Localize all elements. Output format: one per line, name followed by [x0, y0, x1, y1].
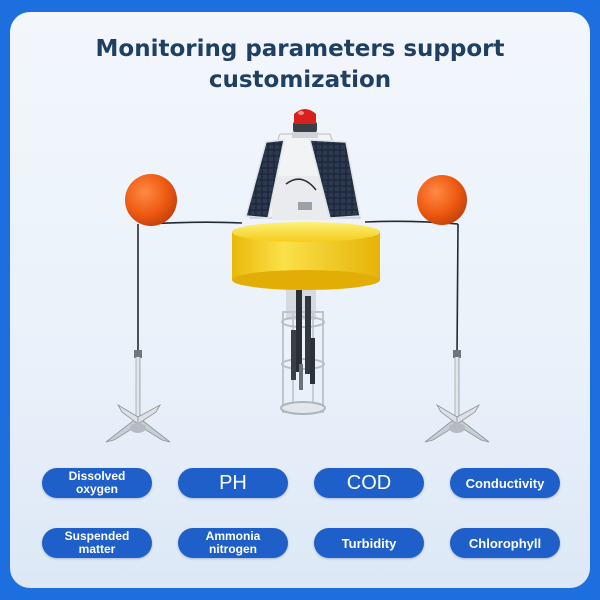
page-title: Monitoring parameters support customizat… [10, 34, 590, 96]
float-ball-right-icon [417, 175, 467, 225]
param-label-line: Ammonia [205, 529, 261, 543]
param-label-line: Dissolved [68, 469, 126, 483]
beacon-light-icon [293, 109, 317, 132]
anchor-right-icon [424, 350, 490, 443]
param-label: COD [346, 472, 392, 494]
param-chlorophyll[interactable]: Chlorophyll [450, 528, 560, 558]
param-label-line: Suspended [64, 529, 130, 543]
param-label-line: matter [78, 542, 116, 556]
param-label: Turbidity [341, 535, 397, 551]
sensor-cage-icon [280, 280, 326, 415]
title-line-2: customization [208, 67, 392, 93]
solar-panel-left-icon [245, 139, 285, 219]
param-label-line: nitrogen [209, 542, 257, 556]
anchor-left-icon [105, 350, 171, 443]
param-turbidity[interactable]: Turbidity [314, 528, 424, 558]
param-label: Chlorophyll [468, 535, 542, 551]
title-line-1: Monitoring parameters support [95, 36, 505, 62]
solar-tower-icon [245, 132, 361, 220]
param-label: PH [219, 472, 247, 494]
param-ph[interactable]: PH [178, 468, 288, 498]
param-label: Conductivity [465, 475, 545, 491]
buoy-body-icon [232, 222, 380, 290]
float-ball-left-icon [125, 174, 177, 226]
param-cod[interactable]: COD [314, 468, 424, 498]
solar-panel-right-icon [309, 139, 361, 219]
param-conductivity[interactable]: Conductivity [450, 468, 560, 498]
buoy-illustration [105, 109, 490, 443]
product-card: Monitoring parameters support customizat… [10, 12, 590, 588]
param-label-line: oxygen [75, 482, 118, 496]
